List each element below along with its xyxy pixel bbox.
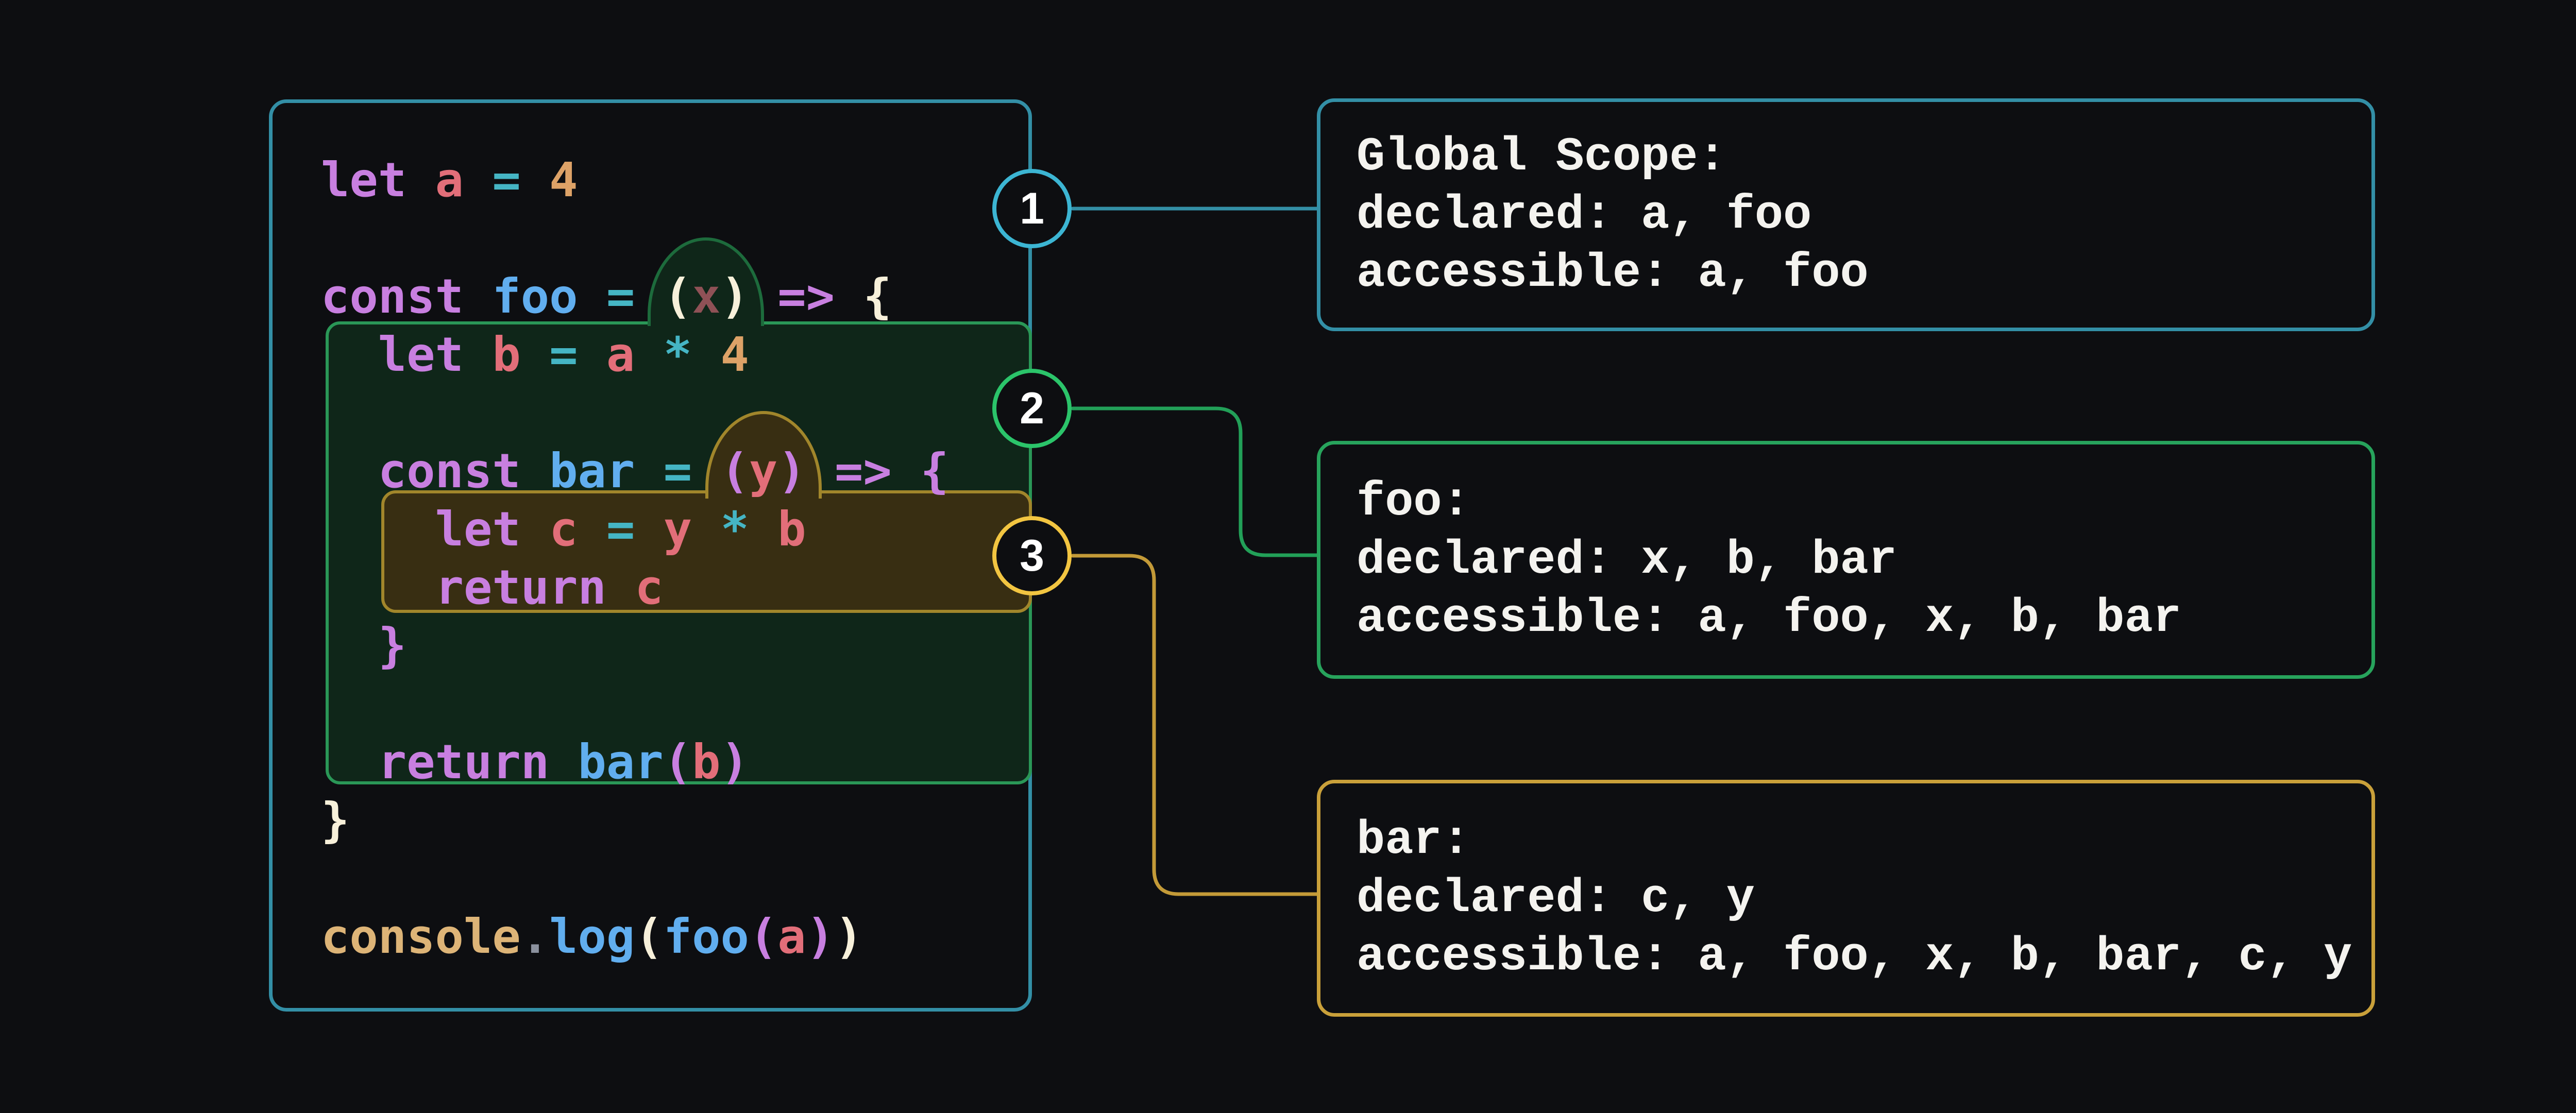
code-token-kw: return <box>378 734 550 790</box>
code-token-op: = <box>549 327 578 382</box>
code-token-var: b <box>692 734 721 790</box>
code-token-var: b <box>777 502 806 557</box>
code-token-var: c <box>635 560 664 615</box>
callout-bar-title: bar: <box>1357 813 1470 867</box>
code-token-fn: bar <box>578 734 664 790</box>
code-token-kw: const <box>321 269 464 324</box>
callout-bar-accessible: accessible: a, foo, x, b, bar, c, y <box>1357 929 2352 984</box>
code-token-var: y <box>749 443 778 499</box>
code-token-br2: ( <box>720 443 749 499</box>
code-token-param: x <box>692 269 721 324</box>
code-token-dot: . <box>520 909 550 964</box>
code-token-op: * <box>720 502 749 557</box>
scope-marker-2: 2 <box>992 369 1072 448</box>
callout-bar: bar: declared: c, y accessible: a, foo, … <box>1317 780 2375 1017</box>
code-token-kw: let <box>321 152 407 208</box>
code-token-var: b <box>492 327 521 382</box>
code-token-kw: const <box>378 443 521 499</box>
code-token-op: * <box>663 327 692 382</box>
code-token-num: 4 <box>720 327 749 382</box>
code-token-br1: ) <box>720 269 749 324</box>
callout-global-title: Global Scope: <box>1357 129 1726 184</box>
code-token-br1: ( <box>635 909 664 964</box>
code-token-kw: return <box>435 560 606 615</box>
scope-marker-1: 1 <box>992 169 1072 248</box>
callout-global-accessible: accessible: a, foo <box>1357 246 1869 300</box>
code-token-num: 4 <box>549 152 578 208</box>
callout-foo-title: foo: <box>1357 474 1470 529</box>
code-token-br2: ( <box>749 909 778 964</box>
code-token-var: a <box>606 327 635 382</box>
code-token-br2: ) <box>806 909 835 964</box>
callout-foo: foo: declared: x, b, bar accessible: a, … <box>1317 441 2375 679</box>
connector-2 <box>1071 406 1319 557</box>
code-token-br2: ) <box>777 443 806 499</box>
code-token-kw: => <box>777 269 835 324</box>
callout-bar-declared: declared: c, y <box>1357 871 1755 926</box>
code-block: let a = 4 const foo = (x) => { let b = a… <box>321 151 949 966</box>
code-token-br2: ( <box>663 734 692 790</box>
code-token-kw: let <box>435 502 521 557</box>
code-token-var: c <box>549 502 578 557</box>
callout-foo-declared: declared: x, b, bar <box>1357 533 1897 587</box>
code-token-br1: ( <box>663 269 692 324</box>
code-token-br1: ) <box>835 909 863 964</box>
scope-marker-3: 3 <box>992 516 1072 595</box>
code-token-op: = <box>606 502 635 557</box>
callout-foo-accessible: accessible: a, foo, x, b, bar <box>1357 591 2182 645</box>
marker-label-2: 2 <box>1020 383 1044 433</box>
marker-label-1: 1 <box>1020 183 1044 233</box>
connector-3 <box>1071 554 1319 896</box>
callout-global-scope: Global Scope: declared: a, foo accessibl… <box>1317 98 2375 331</box>
code-token-fn: bar <box>549 443 635 499</box>
code-token-op: = <box>663 443 692 499</box>
code-token-var: a <box>435 152 464 208</box>
code-token-op: = <box>492 152 521 208</box>
code-token-op: = <box>606 269 635 324</box>
code-token-br1: { <box>863 269 892 324</box>
code-token-br1: } <box>321 793 350 848</box>
code-token-br2: ) <box>720 734 749 790</box>
code-token-var: a <box>777 909 806 964</box>
callout-global-declared: declared: a, foo <box>1357 187 1812 242</box>
code-token-fn: foo <box>492 269 578 324</box>
code-token-fn: log <box>549 909 635 964</box>
code-token-kw: => <box>835 443 892 499</box>
code-token-fn: foo <box>663 909 749 964</box>
code-token-kw: let <box>378 327 464 382</box>
code-token-var: y <box>663 502 692 557</box>
code-token-br2: } <box>378 618 407 673</box>
code-token-obj: console <box>321 909 521 964</box>
code-token-br2: { <box>920 443 949 499</box>
marker-label-3: 3 <box>1020 530 1044 580</box>
